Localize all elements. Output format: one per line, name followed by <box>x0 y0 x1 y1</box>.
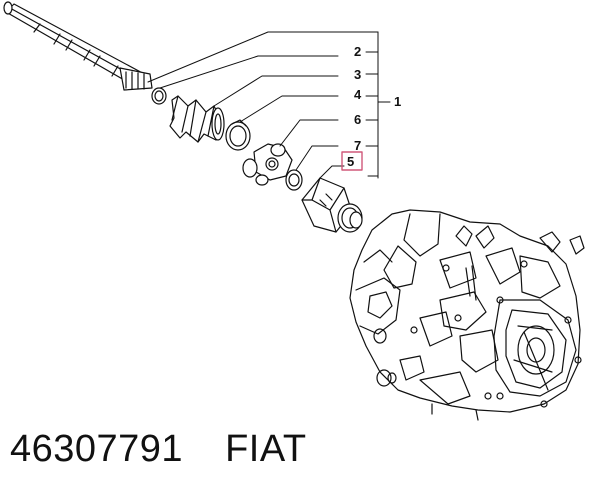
transmission-housing <box>349 209 585 421</box>
callout-2: 2 <box>354 44 361 59</box>
part-6-tripod-joint <box>242 143 293 186</box>
callout-6: 6 <box>354 112 361 127</box>
callout-3: 3 <box>354 67 361 82</box>
part-number: 46307791 <box>10 428 184 470</box>
leader-lines <box>147 31 391 179</box>
part-4-clamp <box>225 119 251 151</box>
part-3-snap-ring <box>151 87 167 105</box>
part-boot-bellows <box>169 95 225 143</box>
part-5-outer-housing <box>301 177 363 233</box>
part-7-retaining-ring <box>285 169 303 191</box>
part-caption: 46307791 FIAT <box>10 428 307 471</box>
callout-1: 1 <box>394 94 401 109</box>
callout-7: 7 <box>354 138 361 153</box>
brand-name: FIAT <box>225 428 307 470</box>
callout-5: 5 <box>347 154 354 169</box>
drive-shaft <box>3 1 153 91</box>
callout-4: 4 <box>354 87 362 102</box>
callout-5-highlight-box <box>341 151 363 171</box>
